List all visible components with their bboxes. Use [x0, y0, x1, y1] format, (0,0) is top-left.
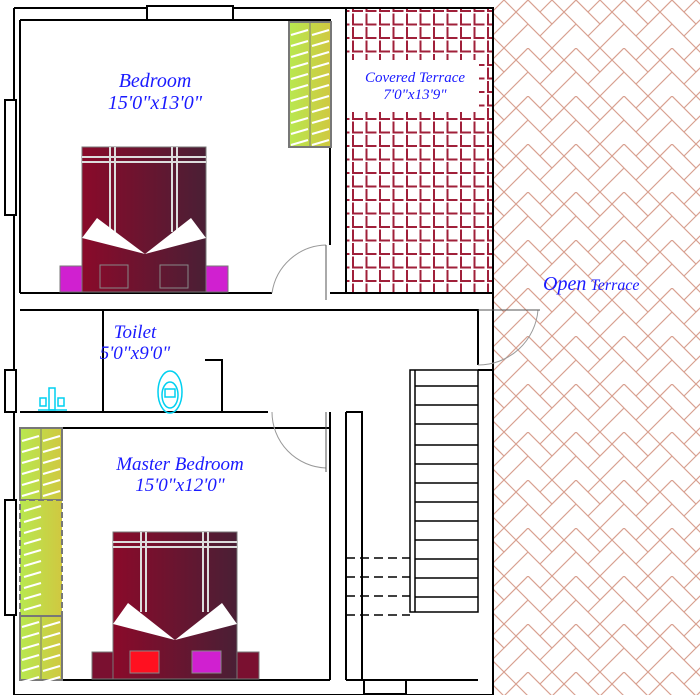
hanger-mark: [21, 435, 40, 442]
hanger-mark: [311, 139, 330, 146]
room-label-bedroom: Bedroom 15'0"x13'0": [80, 70, 230, 114]
hanger-mark: [23, 604, 42, 611]
hanger-mark: [21, 621, 40, 628]
hanger-mark: [23, 593, 42, 600]
hanger-mark: [290, 106, 309, 113]
hanger-mark: [21, 490, 40, 497]
room-size: 7'0"x13'9": [383, 86, 447, 103]
hanger-mark: [290, 62, 309, 69]
hanger-mark: [290, 40, 309, 47]
room-label-toilet: Toilet 5'0"x9'0": [80, 322, 190, 365]
hanger-mark: [23, 582, 42, 589]
hanger-mark: [311, 73, 330, 80]
hanger-mark: [21, 446, 40, 453]
hanger-mark: [290, 84, 309, 91]
toilet-seat-icon: [157, 370, 183, 414]
room-name-part: Open: [543, 273, 587, 295]
hanger-mark: [23, 516, 42, 523]
hanger-mark: [42, 479, 61, 486]
hanger-mark: [42, 435, 61, 442]
staircase[interactable]: [346, 369, 479, 616]
hanger-mark: [23, 549, 42, 556]
covered-terrace-floor: [346, 8, 493, 293]
hanger-mark: [42, 468, 61, 475]
hanger-mark: [290, 51, 309, 58]
hanger-mark: [21, 643, 40, 650]
hanger-mark: [290, 117, 309, 124]
hanger-mark: [290, 73, 309, 80]
hanger-mark: [42, 676, 61, 683]
room-label-open-terrace: Open Terrace: [543, 273, 640, 295]
hanger-mark: [311, 106, 330, 113]
hanger-mark: [42, 665, 61, 672]
hanger-mark: [311, 84, 330, 91]
wardrobe-master-bedroom: [19, 427, 63, 681]
hanger-mark: [311, 62, 330, 69]
room-name: Covered Terrace: [364, 70, 466, 86]
hanger-mark: [21, 457, 40, 464]
hanger-mark: [290, 139, 309, 146]
hanger-mark: [311, 95, 330, 102]
open-terrace-floor: [493, 0, 700, 695]
door-open-terrace[interactable]: [477, 309, 540, 366]
hanger-mark: [21, 479, 40, 486]
hanger-mark: [21, 665, 40, 672]
room-name: Toilet: [113, 322, 157, 343]
room-label-covered-terrace: Covered Terrace 7'0"x13'9": [350, 70, 480, 103]
washbasin-tap-icon: [38, 387, 67, 411]
room-label-master-bedroom: Master Bedroom 15'0"x12'0": [80, 454, 280, 497]
door-master-bedroom[interactable]: [271, 411, 327, 472]
hanger-mark: [23, 505, 42, 512]
hanger-mark: [290, 128, 309, 135]
hanger-mark: [42, 643, 61, 650]
room-size: 15'0"x12'0": [135, 474, 225, 496]
walls: [4, 5, 494, 695]
hanger-mark: [23, 571, 42, 578]
hanger-mark: [23, 527, 42, 534]
hanger-mark: [290, 29, 309, 36]
room-size: 5'0"x9'0": [99, 342, 171, 364]
hanger-mark: [311, 117, 330, 124]
hanger-mark: [42, 446, 61, 453]
bed-bedroom: [59, 146, 229, 293]
hanger-mark: [42, 632, 61, 639]
door-bedroom[interactable]: [271, 244, 327, 300]
hanger-mark: [311, 51, 330, 58]
hanger-mark: [311, 40, 330, 47]
room-name: Master Bedroom: [116, 454, 244, 475]
hanger-mark: [42, 621, 61, 628]
hanger-mark: [311, 128, 330, 135]
room-name: Bedroom: [118, 70, 192, 92]
hanger-mark: [311, 29, 330, 36]
wardrobe-bedroom: [288, 21, 332, 148]
hanger-mark: [21, 676, 40, 683]
room-size: 15'0"x13'0": [107, 92, 203, 114]
hanger-mark: [23, 538, 42, 545]
room-name-part: Terrace: [590, 277, 640, 294]
hanger-mark: [23, 560, 42, 567]
hanger-mark: [42, 490, 61, 497]
hanger-mark: [21, 632, 40, 639]
hanger-mark: [42, 457, 61, 464]
hanger-mark: [21, 654, 40, 661]
bed-master-bedroom: [91, 531, 260, 680]
hanger-mark: [290, 95, 309, 102]
hanger-mark: [42, 654, 61, 661]
hanger-mark: [21, 468, 40, 475]
